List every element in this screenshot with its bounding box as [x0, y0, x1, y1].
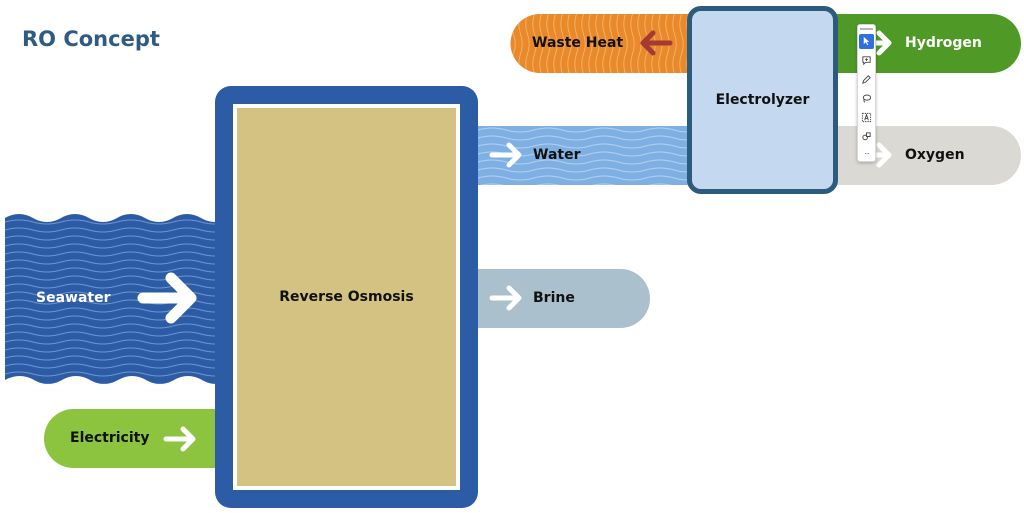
oxygen-label: Oxygen — [905, 147, 965, 163]
electricity-flow[interactable]: Electricity — [44, 409, 234, 468]
brine-label: Brine — [533, 290, 575, 306]
water-flow[interactable]: Water — [478, 126, 700, 185]
more-tools-button[interactable]: ... — [864, 147, 870, 156]
arrow-right-icon — [489, 285, 522, 311]
draw-tool-button[interactable] — [859, 72, 874, 87]
arrow-right-icon — [137, 272, 197, 324]
seawater-label: Seawater — [36, 290, 111, 306]
reverse-osmosis-node[interactable]: Reverse Osmosis — [237, 108, 456, 486]
toolbar-drag-handle[interactable] — [860, 28, 873, 30]
lasso-icon — [862, 94, 872, 103]
arrow-right-icon — [489, 142, 522, 168]
text-select-tool-button[interactable] — [859, 110, 874, 125]
waste-heat-flow[interactable]: Waste Heat — [510, 14, 700, 73]
reverse-osmosis-label: Reverse Osmosis — [279, 289, 414, 305]
seawater-flow[interactable]: Seawater — [5, 210, 230, 388]
comment-add-icon — [862, 56, 871, 66]
electrolyzer-label: Electrolyzer — [715, 92, 810, 108]
annotation-toolbar: ... — [857, 24, 876, 162]
electricity-label: Electricity — [70, 430, 150, 446]
page-title: RO Concept — [22, 27, 160, 51]
lasso-tool-button[interactable] — [859, 91, 874, 106]
hydrogen-label: Hydrogen — [905, 35, 982, 51]
brine-flow[interactable]: Brine — [478, 269, 650, 328]
arrow-right-icon — [163, 426, 196, 452]
water-label: Water — [533, 147, 581, 163]
electrolyzer-node[interactable]: Electrolyzer — [687, 6, 838, 194]
arrow-left-icon — [640, 30, 673, 56]
cursor-icon — [863, 36, 870, 46]
waste-heat-label: Waste Heat — [532, 35, 624, 51]
seawater-wave-band — [5, 214, 230, 384]
pencil-icon — [862, 75, 871, 84]
select-tool-button[interactable] — [859, 34, 874, 49]
shapes-tool-button[interactable] — [859, 129, 874, 144]
text-box-icon — [861, 112, 872, 123]
comment-tool-button[interactable] — [859, 53, 874, 68]
shapes-icon — [862, 132, 871, 141]
